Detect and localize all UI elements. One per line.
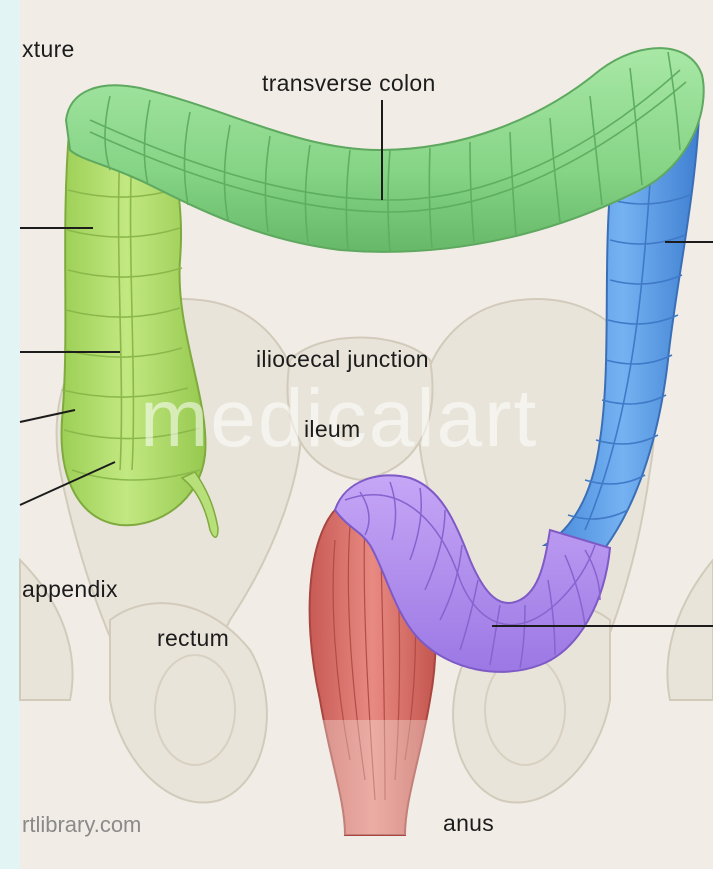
label-anus: anus (443, 812, 494, 835)
label-flexure: xture (22, 38, 75, 61)
label-ileum: ileum (304, 418, 360, 441)
credit-url: rtlibrary.com (22, 814, 141, 836)
label-transverse-colon: transverse colon (262, 72, 436, 95)
label-appendix: appendix (22, 578, 118, 601)
label-iliocecal-junction: iliocecal junction (256, 348, 429, 371)
label-rectum: rectum (157, 627, 229, 650)
